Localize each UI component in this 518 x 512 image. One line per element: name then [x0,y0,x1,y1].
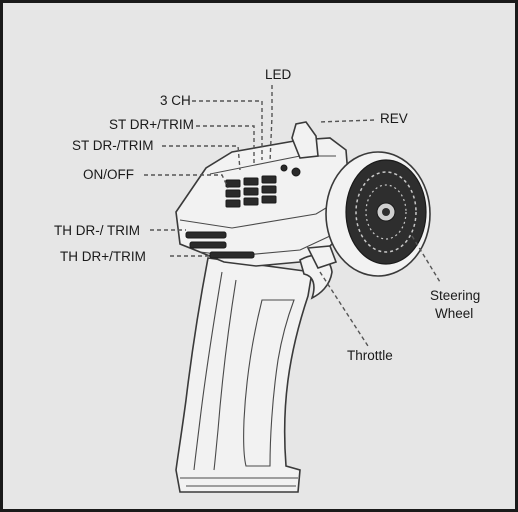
label-rev: REV [380,111,408,126]
label-led: LED [265,67,292,82]
label-3ch: 3 CH [160,93,191,108]
label-st-dr-plus: ST DR+/TRIM [109,117,194,132]
label-st-dr-minus: ST DR-/TRIM [72,138,154,153]
label-throttle: Throttle [347,348,393,363]
steering-wheel-graphic [325,151,431,277]
leader-lines [144,85,441,347]
label-steering: Steering [430,288,481,303]
label-th-dr-minus: TH DR-/ TRIM [54,223,140,238]
label-wheel: Wheel [435,306,474,321]
throttle-trigger [299,245,338,300]
label-th-dr-plus: TH DR+/TRIM [60,249,146,264]
transmitter-housing [175,121,351,267]
transmitter-grip [175,257,313,493]
label-on-off: ON/OFF [83,167,134,182]
